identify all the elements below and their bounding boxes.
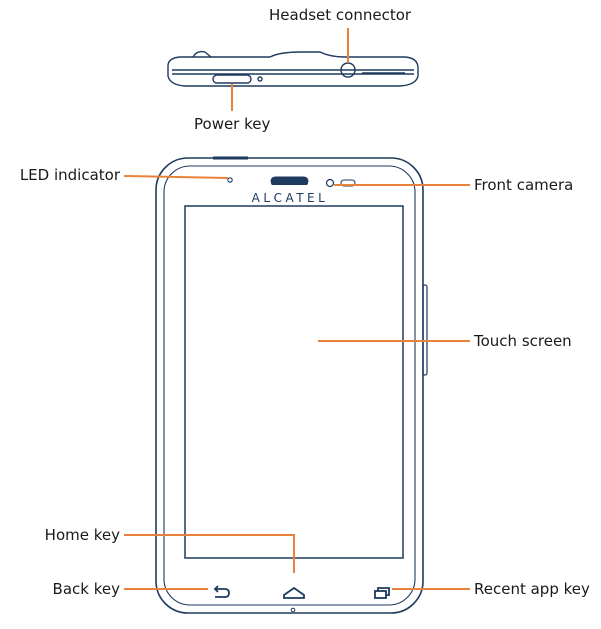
label-led-indicator: LED indicator: [19, 166, 120, 184]
label-power-key: Power key: [194, 115, 271, 133]
callout-lines: [123, 28, 470, 590]
led-indicator-leader: [123, 175, 229, 179]
label-touch-screen: Touch screen: [474, 332, 572, 350]
label-front-camera: Front camera: [474, 176, 574, 194]
phone-top-view: [167, 50, 419, 87]
label-home-key: Home key: [44, 526, 120, 544]
home-key-leader: [124, 534, 295, 573]
back-key-glyph-icon: [213, 585, 230, 598]
label-recent-app-key: Recent app key: [474, 580, 590, 598]
brand-logo: ALCATEL: [252, 191, 329, 205]
label-headset-connector: Headset connector: [269, 6, 412, 24]
recent-app-key-glyph-icon: [374, 587, 390, 599]
phone-front-view: [155, 156, 428, 614]
home-key-glyph-icon: [283, 586, 305, 599]
label-back-key: Back key: [52, 580, 120, 598]
